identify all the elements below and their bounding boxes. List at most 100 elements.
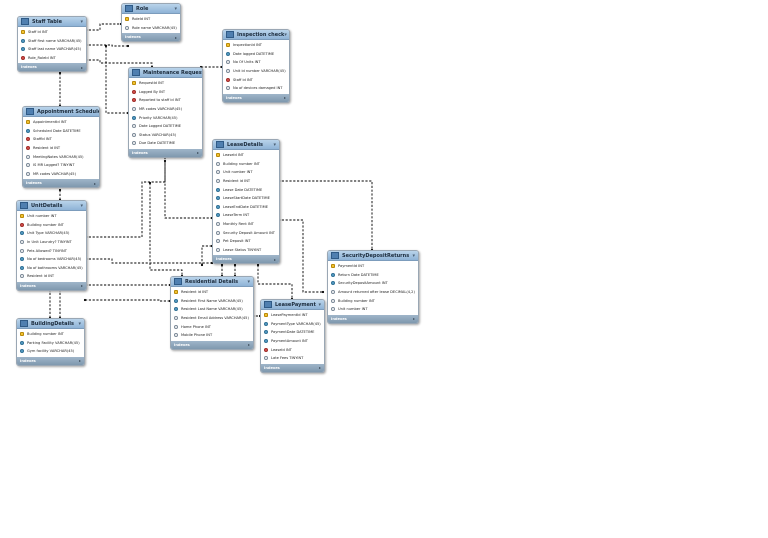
expand-arrow-icon[interactable]: ▸ <box>412 316 415 322</box>
indexes-footer[interactable]: Indexes▸ <box>17 281 86 290</box>
chevron-down-icon[interactable]: ▾ <box>78 320 81 327</box>
column-row[interactable]: No Of Units INT <box>223 58 289 67</box>
column-row[interactable]: Gym facility VARCHAR(45) <box>17 347 84 356</box>
expand-arrow-icon[interactable]: ▸ <box>283 95 286 101</box>
column-row[interactable]: Staff id INT <box>223 75 289 84</box>
column-row[interactable]: Late Fees TINYINT <box>261 354 324 363</box>
column-row[interactable]: LeaseEndDate DATETIME <box>213 203 279 212</box>
column-row[interactable]: MR codes VARCHAR(45) <box>129 105 202 114</box>
column-row[interactable]: Scheduled Date DATETIME <box>23 127 99 136</box>
column-row[interactable]: PaymentId INT <box>328 262 418 271</box>
table-header[interactable]: SecurityDepositReturns▾ <box>328 251 418 261</box>
indexes-footer[interactable]: Indexes▸ <box>23 179 99 188</box>
column-row[interactable]: Security Deposit Amount INT <box>213 228 279 237</box>
column-row[interactable]: InspectionId INT <box>223 41 289 50</box>
column-row[interactable]: Lease Date DATETIME <box>213 185 279 194</box>
table-header[interactable]: Role▾ <box>122 4 180 14</box>
column-row[interactable]: Staff first name VARCHAR(45) <box>18 37 86 46</box>
column-row[interactable]: Building number INT <box>328 296 418 305</box>
chevron-down-icon[interactable]: ▾ <box>80 202 83 209</box>
column-row[interactable]: Date Logged DATETIME <box>129 122 202 131</box>
column-row[interactable]: Parking Facility VARCHAR(45) <box>17 339 84 348</box>
column-row[interactable]: Date logged DATETIME <box>223 50 289 59</box>
column-row[interactable]: Building number INT <box>213 160 279 169</box>
column-row[interactable]: Building number INT <box>17 330 84 339</box>
relationship-connector[interactable] <box>201 245 212 265</box>
expand-arrow-icon[interactable]: ▸ <box>196 150 199 156</box>
column-row[interactable]: MR codes VARCHAR(45) <box>23 170 99 179</box>
column-row[interactable]: PaymentType VARCHAR(45) <box>261 320 324 329</box>
table-maintenance[interactable]: Maintenance Requests▾RequestId INTLogged… <box>128 67 203 158</box>
table-header[interactable]: Inspection check▾ <box>223 30 289 40</box>
relationship-connector[interactable] <box>85 59 153 67</box>
relationship-connector[interactable] <box>164 157 212 219</box>
column-row[interactable]: Resident id INT <box>171 288 253 297</box>
column-row[interactable]: Return Date DATETIME <box>328 271 418 280</box>
column-row[interactable]: Logged By INT <box>129 88 202 97</box>
column-row[interactable]: LeaseStartDate DATETIME <box>213 194 279 203</box>
column-row[interactable]: Monthly Rent INT <box>213 220 279 229</box>
column-row[interactable]: PaymentDate DATETIME <box>261 328 324 337</box>
relationship-connector[interactable] <box>85 23 121 31</box>
indexes-footer[interactable]: Indexes▸ <box>122 33 180 42</box>
column-row[interactable]: Staff id INT <box>18 28 86 37</box>
chevron-down-icon[interactable]: ▾ <box>284 31 287 38</box>
column-row[interactable]: Resident id INT <box>213 177 279 186</box>
table-header[interactable]: Staff Table▾ <box>18 17 86 27</box>
table-header[interactable]: Maintenance Requests▾ <box>129 68 202 78</box>
column-row[interactable]: LeasePaymentId INT <box>261 311 324 320</box>
column-row[interactable]: Resident Last Name VARCHAR(45) <box>171 305 253 314</box>
column-row[interactable]: StaffId INT <box>23 135 99 144</box>
chevron-down-icon[interactable]: ▾ <box>273 141 276 148</box>
indexes-footer[interactable]: Indexes▸ <box>213 255 279 264</box>
column-row[interactable]: Lease Status TINYINT <box>213 246 279 255</box>
relationship-connector[interactable] <box>278 219 323 293</box>
column-row[interactable]: Resident id INT <box>17 272 86 281</box>
column-row[interactable]: LeaseId INT <box>261 345 324 354</box>
column-row[interactable]: Unit number INT <box>328 305 418 314</box>
indexes-footer[interactable]: Indexes▸ <box>129 148 202 157</box>
column-row[interactable]: Unit number INT <box>17 212 86 221</box>
column-row[interactable]: Unit Type VARCHAR(45) <box>17 229 86 238</box>
column-row[interactable]: Unit id number VARCHAR(45) <box>223 67 289 76</box>
expand-arrow-icon[interactable]: ▸ <box>273 256 276 262</box>
column-row[interactable]: MeetingNotes VARCHAR(45) <box>23 152 99 161</box>
chevron-down-icon[interactable]: ▾ <box>80 18 83 25</box>
expand-arrow-icon[interactable]: ▸ <box>80 64 83 70</box>
column-row[interactable]: Home Phone INT <box>171 322 253 331</box>
relationship-connector[interactable] <box>149 183 183 276</box>
column-row[interactable]: Unit number INT <box>213 168 279 177</box>
column-row[interactable]: LeaseId INT <box>213 151 279 160</box>
column-row[interactable]: Role name VARCHAR(45) <box>122 24 180 33</box>
column-row[interactable]: Building number INT <box>17 221 86 230</box>
column-row[interactable]: Pets Allowed? TINYINT <box>17 246 86 255</box>
column-row[interactable]: No of bathrooms VARCHAR(45) <box>17 264 86 273</box>
column-row[interactable]: RoleId INT <box>122 15 180 24</box>
column-row[interactable]: Pet Deposit INT <box>213 237 279 246</box>
column-row[interactable]: IS MR Logged? TINYINT <box>23 161 99 170</box>
relationship-connector[interactable] <box>85 299 170 302</box>
column-row[interactable]: Priority VARCHAR(45) <box>129 113 202 122</box>
column-row[interactable]: Role_RoleId INT <box>18 54 86 63</box>
column-row[interactable]: Resident id INT <box>23 144 99 153</box>
column-row[interactable]: Reported to staff id INT <box>129 96 202 105</box>
column-row[interactable]: Resident Email Address VARCHAR(45) <box>171 314 253 323</box>
chevron-down-icon[interactable]: ▾ <box>318 301 321 308</box>
indexes-footer[interactable]: Indexes▸ <box>223 93 289 102</box>
indexes-footer[interactable]: Indexes▸ <box>261 363 324 372</box>
column-row[interactable]: Staff last name VARCHAR(45) <box>18 45 86 54</box>
column-row[interactable]: LeaseTerm INT <box>213 211 279 220</box>
expand-arrow-icon[interactable]: ▸ <box>80 283 83 289</box>
expand-arrow-icon[interactable]: ▸ <box>93 180 96 186</box>
relationship-connector[interactable] <box>85 44 128 47</box>
table-appointment[interactable]: Appointment Schedules▾AppointmentId INTS… <box>22 106 100 189</box>
indexes-footer[interactable]: Indexes▸ <box>171 340 253 349</box>
table-header[interactable]: LeasePayment▾ <box>261 300 324 310</box>
